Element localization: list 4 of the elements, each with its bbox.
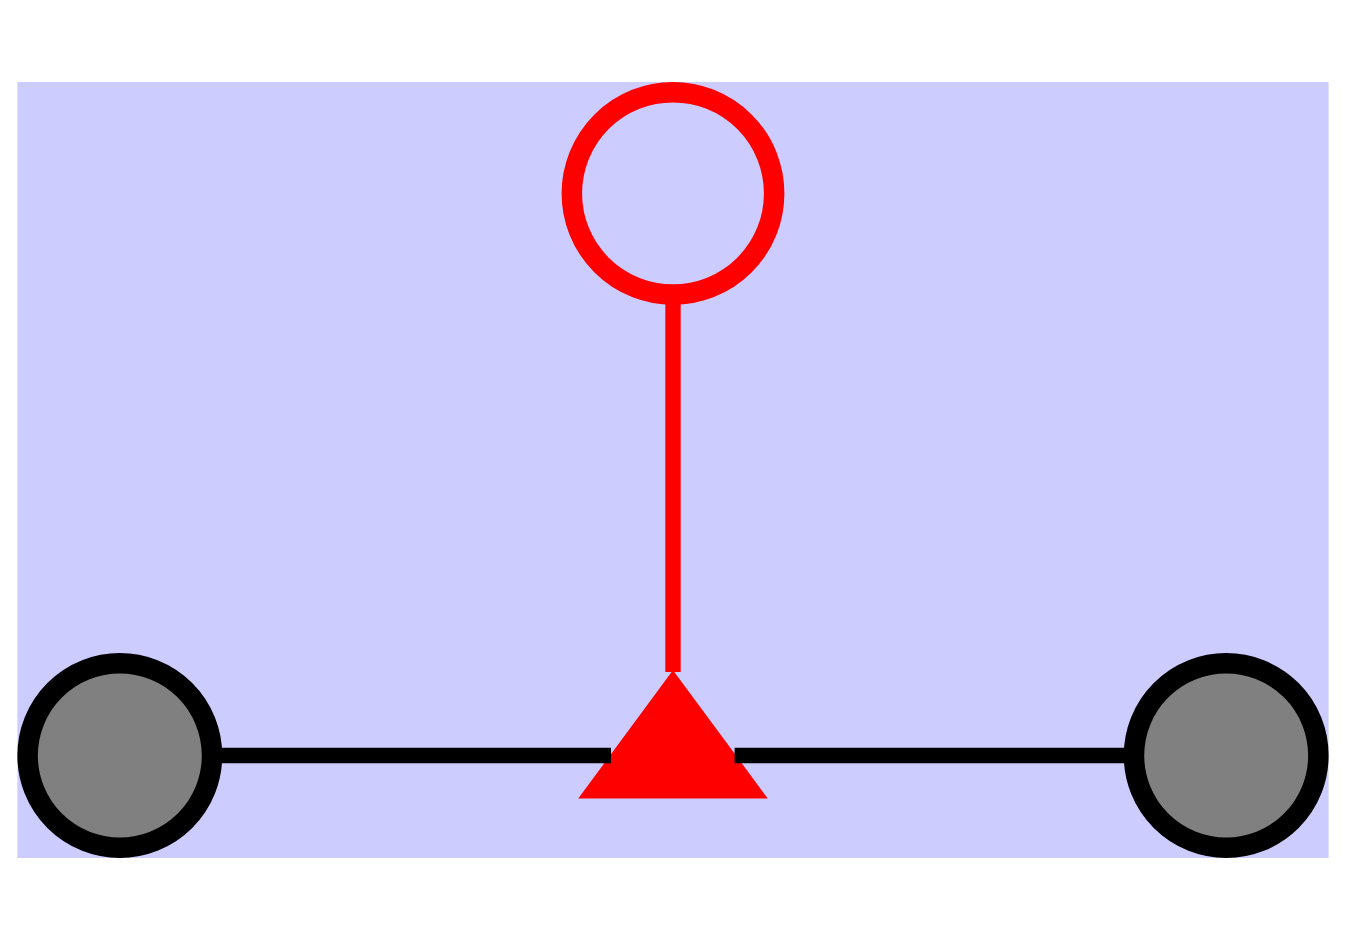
node-circle bbox=[561, 82, 785, 305]
node-circle bbox=[1123, 653, 1329, 858]
node-triangle bbox=[578, 670, 768, 799]
node-circle bbox=[17, 653, 223, 858]
